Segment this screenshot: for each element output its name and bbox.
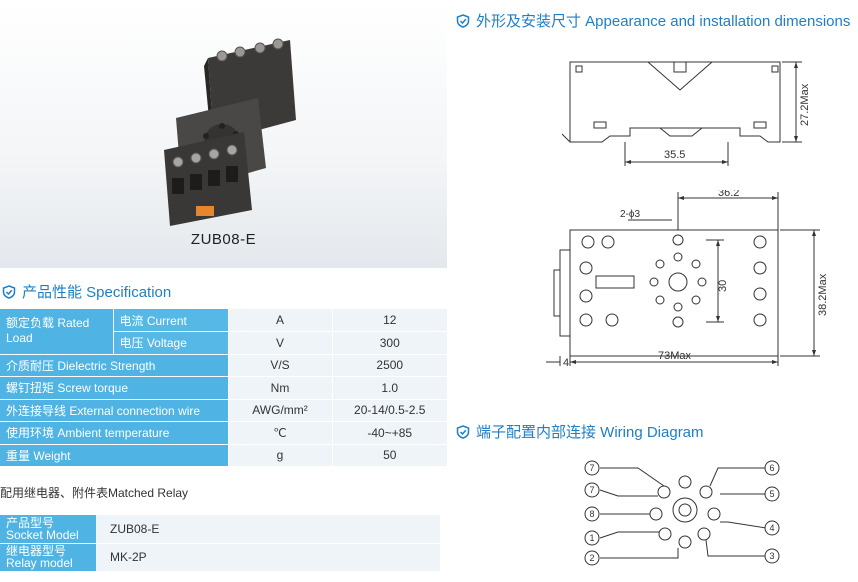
pin-label: 3 [769, 551, 774, 561]
shield-check-icon [456, 424, 470, 439]
spec-row: 外连接导线 External connection wire AWG/mm² 2… [0, 399, 447, 422]
spec-unit: AWG/mm² [227, 399, 332, 422]
wiring-heading: 端子配置内部连接 Wiring Diagram [456, 421, 704, 442]
specification-title: 产品性能 Specification [22, 284, 172, 301]
product-photo [164, 38, 296, 226]
spec-row: 螺钉扭矩 Screw torque Nm 1.0 [0, 376, 447, 400]
pin-label: 1 [589, 533, 594, 543]
width-dimension: 73Max [658, 350, 692, 362]
relay-model-value: MK-2P [96, 543, 440, 572]
spec-value: 20-14/0.5-2.5 [331, 399, 447, 422]
height-dimension: 27.2Max [799, 83, 811, 126]
rated-load-label: 额定负载 Rated Load [0, 309, 113, 355]
shield-check-icon [456, 13, 470, 28]
spec-value: 1.0 [331, 376, 447, 400]
offset-dimension: 36.2 [718, 190, 739, 199]
voltage-label: 电压 Voltage [112, 331, 228, 355]
relay-model-row: 继电器型号 Relay model MK-2P [0, 543, 440, 572]
current-unit: A [227, 309, 332, 332]
matched-relay-table: 产品型号 Socket Model ZUB08-E 继电器型号 Relay mo… [0, 515, 440, 572]
rail-dimension: 35.5 [664, 149, 685, 161]
product-photo-panel [0, 0, 447, 268]
spec-row: 使用环境 Ambient temperature ℃ -40~+85 [0, 421, 447, 445]
current-value: 12 [331, 309, 447, 332]
edge-dimension: 4 [563, 357, 569, 369]
spec-unit: V/S [227, 354, 332, 377]
dimensions-heading: 外形及安装尺寸 Appearance and installation dime… [456, 10, 850, 31]
shield-check-icon [2, 284, 16, 299]
spec-row-current: 额定负载 Rated Load 电流 Current A 12 [0, 309, 447, 355]
pin-label: 7 [589, 485, 594, 495]
socket-model-label: 产品型号 Socket Model [0, 515, 96, 544]
spec-row: 重量 Weight g 50 [0, 444, 447, 467]
spec-label: 使用环境 Ambient temperature [0, 421, 228, 445]
spec-unit: g [227, 444, 332, 467]
voltage-value: 300 [331, 331, 447, 355]
spec-label: 外连接导线 External connection wire [0, 399, 228, 422]
pin-label: 7 [589, 463, 594, 473]
pin-label: 8 [589, 509, 594, 519]
pin-label: 2 [589, 553, 594, 563]
spec-label: 螺钉扭矩 Screw torque [0, 376, 228, 400]
wiring-diagram: 7 7 8 1 2 6 5 4 3 [584, 460, 780, 566]
voltage-unit: V [227, 331, 332, 355]
depth-dimension: 38.2Max [817, 273, 829, 316]
socket-model-value: ZUB08-E [96, 515, 440, 544]
specification-table: 额定负载 Rated Load 电流 Current A 12 电压 Volta… [0, 309, 447, 467]
side-view-drawing: 35.5 27.2Max [561, 61, 811, 166]
matched-relay-title: 配用继电器、附件表Matched Relay [0, 486, 189, 500]
relay-model-label: 继电器型号 Relay model [0, 543, 96, 572]
top-view-drawing: 36.2 2-ϕ3 30 38.2Max 73Max 4 [546, 190, 829, 369]
pin-label: 4 [769, 523, 774, 533]
pin-label: 6 [769, 463, 774, 473]
spec-label: 介质耐压 Dielectric Strength [0, 354, 228, 377]
spec-label: 重量 Weight [0, 444, 228, 467]
pin-label: 5 [769, 489, 774, 499]
product-caption: ZUB08-E [190, 231, 257, 248]
hole-spacing-dimension: 30 [717, 280, 729, 292]
spec-row-voltage: 电压 Voltage V 300 [0, 331, 447, 355]
socket-model-row: 产品型号 Socket Model ZUB08-E [0, 515, 440, 544]
spec-value: 50 [331, 444, 447, 467]
specification-heading: 产品性能 Specification [2, 281, 171, 302]
spec-value: -40~+85 [331, 421, 447, 445]
spec-unit: Nm [227, 376, 332, 400]
spec-unit: ℃ [227, 421, 332, 445]
holes-dimension: 2-ϕ3 [620, 209, 640, 220]
dimensions-title: 外形及安装尺寸 Appearance and installation dime… [476, 13, 851, 30]
spec-row: 介质耐压 Dielectric Strength V/S 2500 [0, 354, 447, 377]
spec-value: 2500 [331, 354, 447, 377]
wiring-title: 端子配置内部连接 Wiring Diagram [476, 424, 704, 441]
current-label: 电流 Current [112, 309, 228, 332]
